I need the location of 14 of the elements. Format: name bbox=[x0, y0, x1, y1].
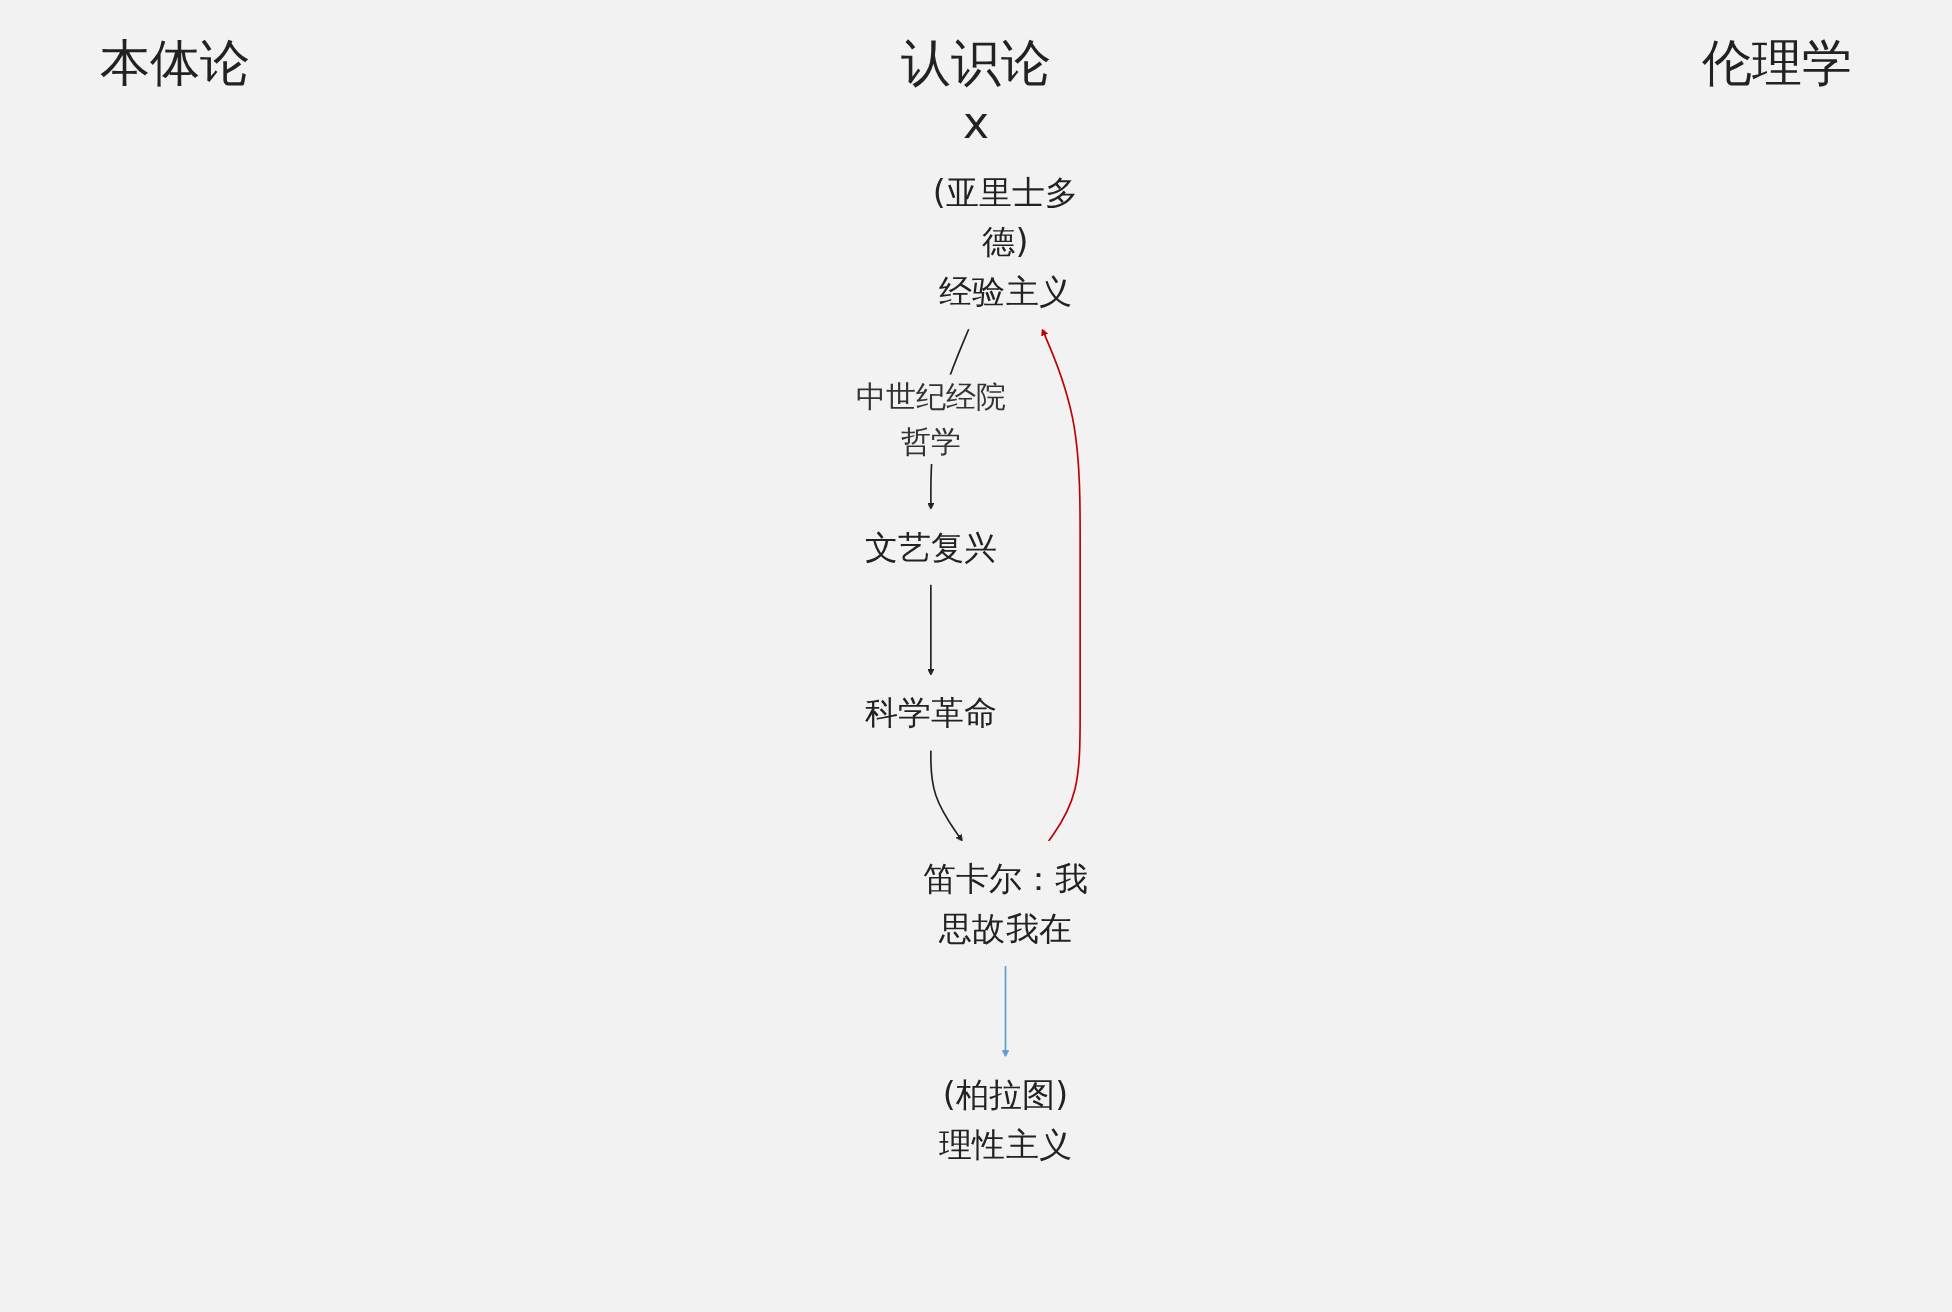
arrow bbox=[929, 749, 963, 842]
cross-mark-label: x bbox=[962, 97, 989, 148]
edge-label: 中世纪经院哲学 bbox=[855, 379, 1006, 459]
column-heading: 本体论 bbox=[100, 33, 250, 94]
node-text: 科学革命 bbox=[864, 693, 997, 732]
node-text: 文艺复兴 bbox=[864, 527, 997, 566]
column-heading: 认识论 bbox=[901, 33, 1051, 94]
arrow bbox=[926, 583, 935, 676]
arrow bbox=[1001, 964, 1009, 1058]
node-text: (柏拉图) 理性主义 bbox=[938, 1075, 1072, 1164]
node-text: 笛卡尔：我思故我在 bbox=[922, 859, 1088, 948]
arrow bbox=[1040, 328, 1081, 843]
node-text: (亚里士多德) 经验主义 bbox=[932, 172, 1078, 311]
column-heading: 伦理学 bbox=[1702, 33, 1852, 94]
